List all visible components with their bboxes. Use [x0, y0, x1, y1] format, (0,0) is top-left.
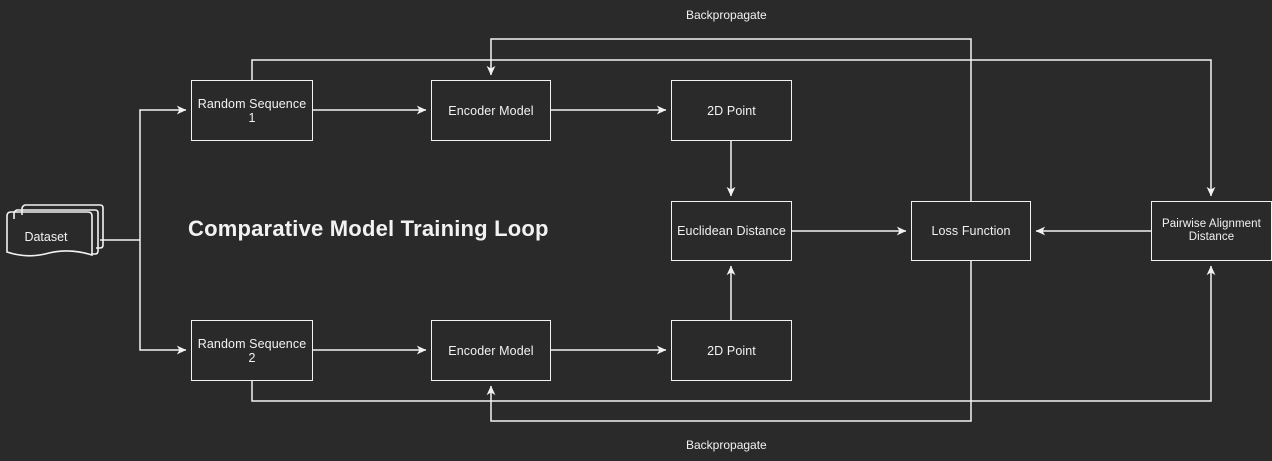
node-encoder-model-2[interactable]: Encoder Model [431, 320, 551, 381]
node-loss-function-label: Loss Function [931, 224, 1011, 238]
edge-loss-to-encoder1-backprop [486, 38, 972, 201]
node-2d-point-1-label: 2D Point [707, 103, 756, 118]
node-pairwise-alignment-distance[interactable]: Pairwise Alignment Distance [1151, 201, 1272, 261]
node-random-sequence-1-label: Random Sequence 1 [197, 96, 307, 125]
edge-label-backpropagate-bottom: Backpropagate [686, 438, 767, 452]
edge-dataset-to-rs1 [139, 105, 187, 240]
edge-dataset-to-rs2 [139, 240, 187, 355]
node-encoder-model-1-label: Encoder Model [448, 103, 534, 118]
node-euclidean-distance-label: Euclidean Distance [677, 224, 786, 238]
node-2d-point-1[interactable]: 2D Point [671, 80, 792, 141]
node-encoder-model-2-label: Encoder Model [448, 343, 534, 358]
node-2d-point-2-label: 2D Point [707, 343, 756, 358]
dataset-layer-back [21, 204, 104, 249]
node-encoder-model-1[interactable]: Encoder Model [431, 80, 551, 141]
node-euclidean-distance[interactable]: Euclidean Distance [671, 201, 792, 261]
dataset-label: Dataset [24, 230, 68, 244]
edge-rs2-to-pairwise [251, 265, 1216, 402]
dataset-shape [6, 204, 104, 257]
page-title: Comparative Model Training Loop [188, 216, 549, 241]
dataset-layer-front [6, 211, 93, 257]
node-random-sequence-2[interactable]: Random Sequence 2 [191, 320, 313, 381]
edge-loss-to-encoder2-backprop [486, 261, 972, 422]
node-loss-function[interactable]: Loss Function [911, 201, 1031, 261]
edge-label-backpropagate-top: Backpropagate [686, 8, 767, 22]
node-random-sequence-1[interactable]: Random Sequence 1 [191, 80, 313, 141]
node-pairwise-alignment-distance-label: Pairwise Alignment Distance [1162, 217, 1261, 244]
node-2d-point-2[interactable]: 2D Point [671, 320, 792, 381]
edge-rs1-to-pairwise [251, 59, 1216, 197]
node-random-sequence-2-label: Random Sequence 2 [197, 336, 307, 365]
